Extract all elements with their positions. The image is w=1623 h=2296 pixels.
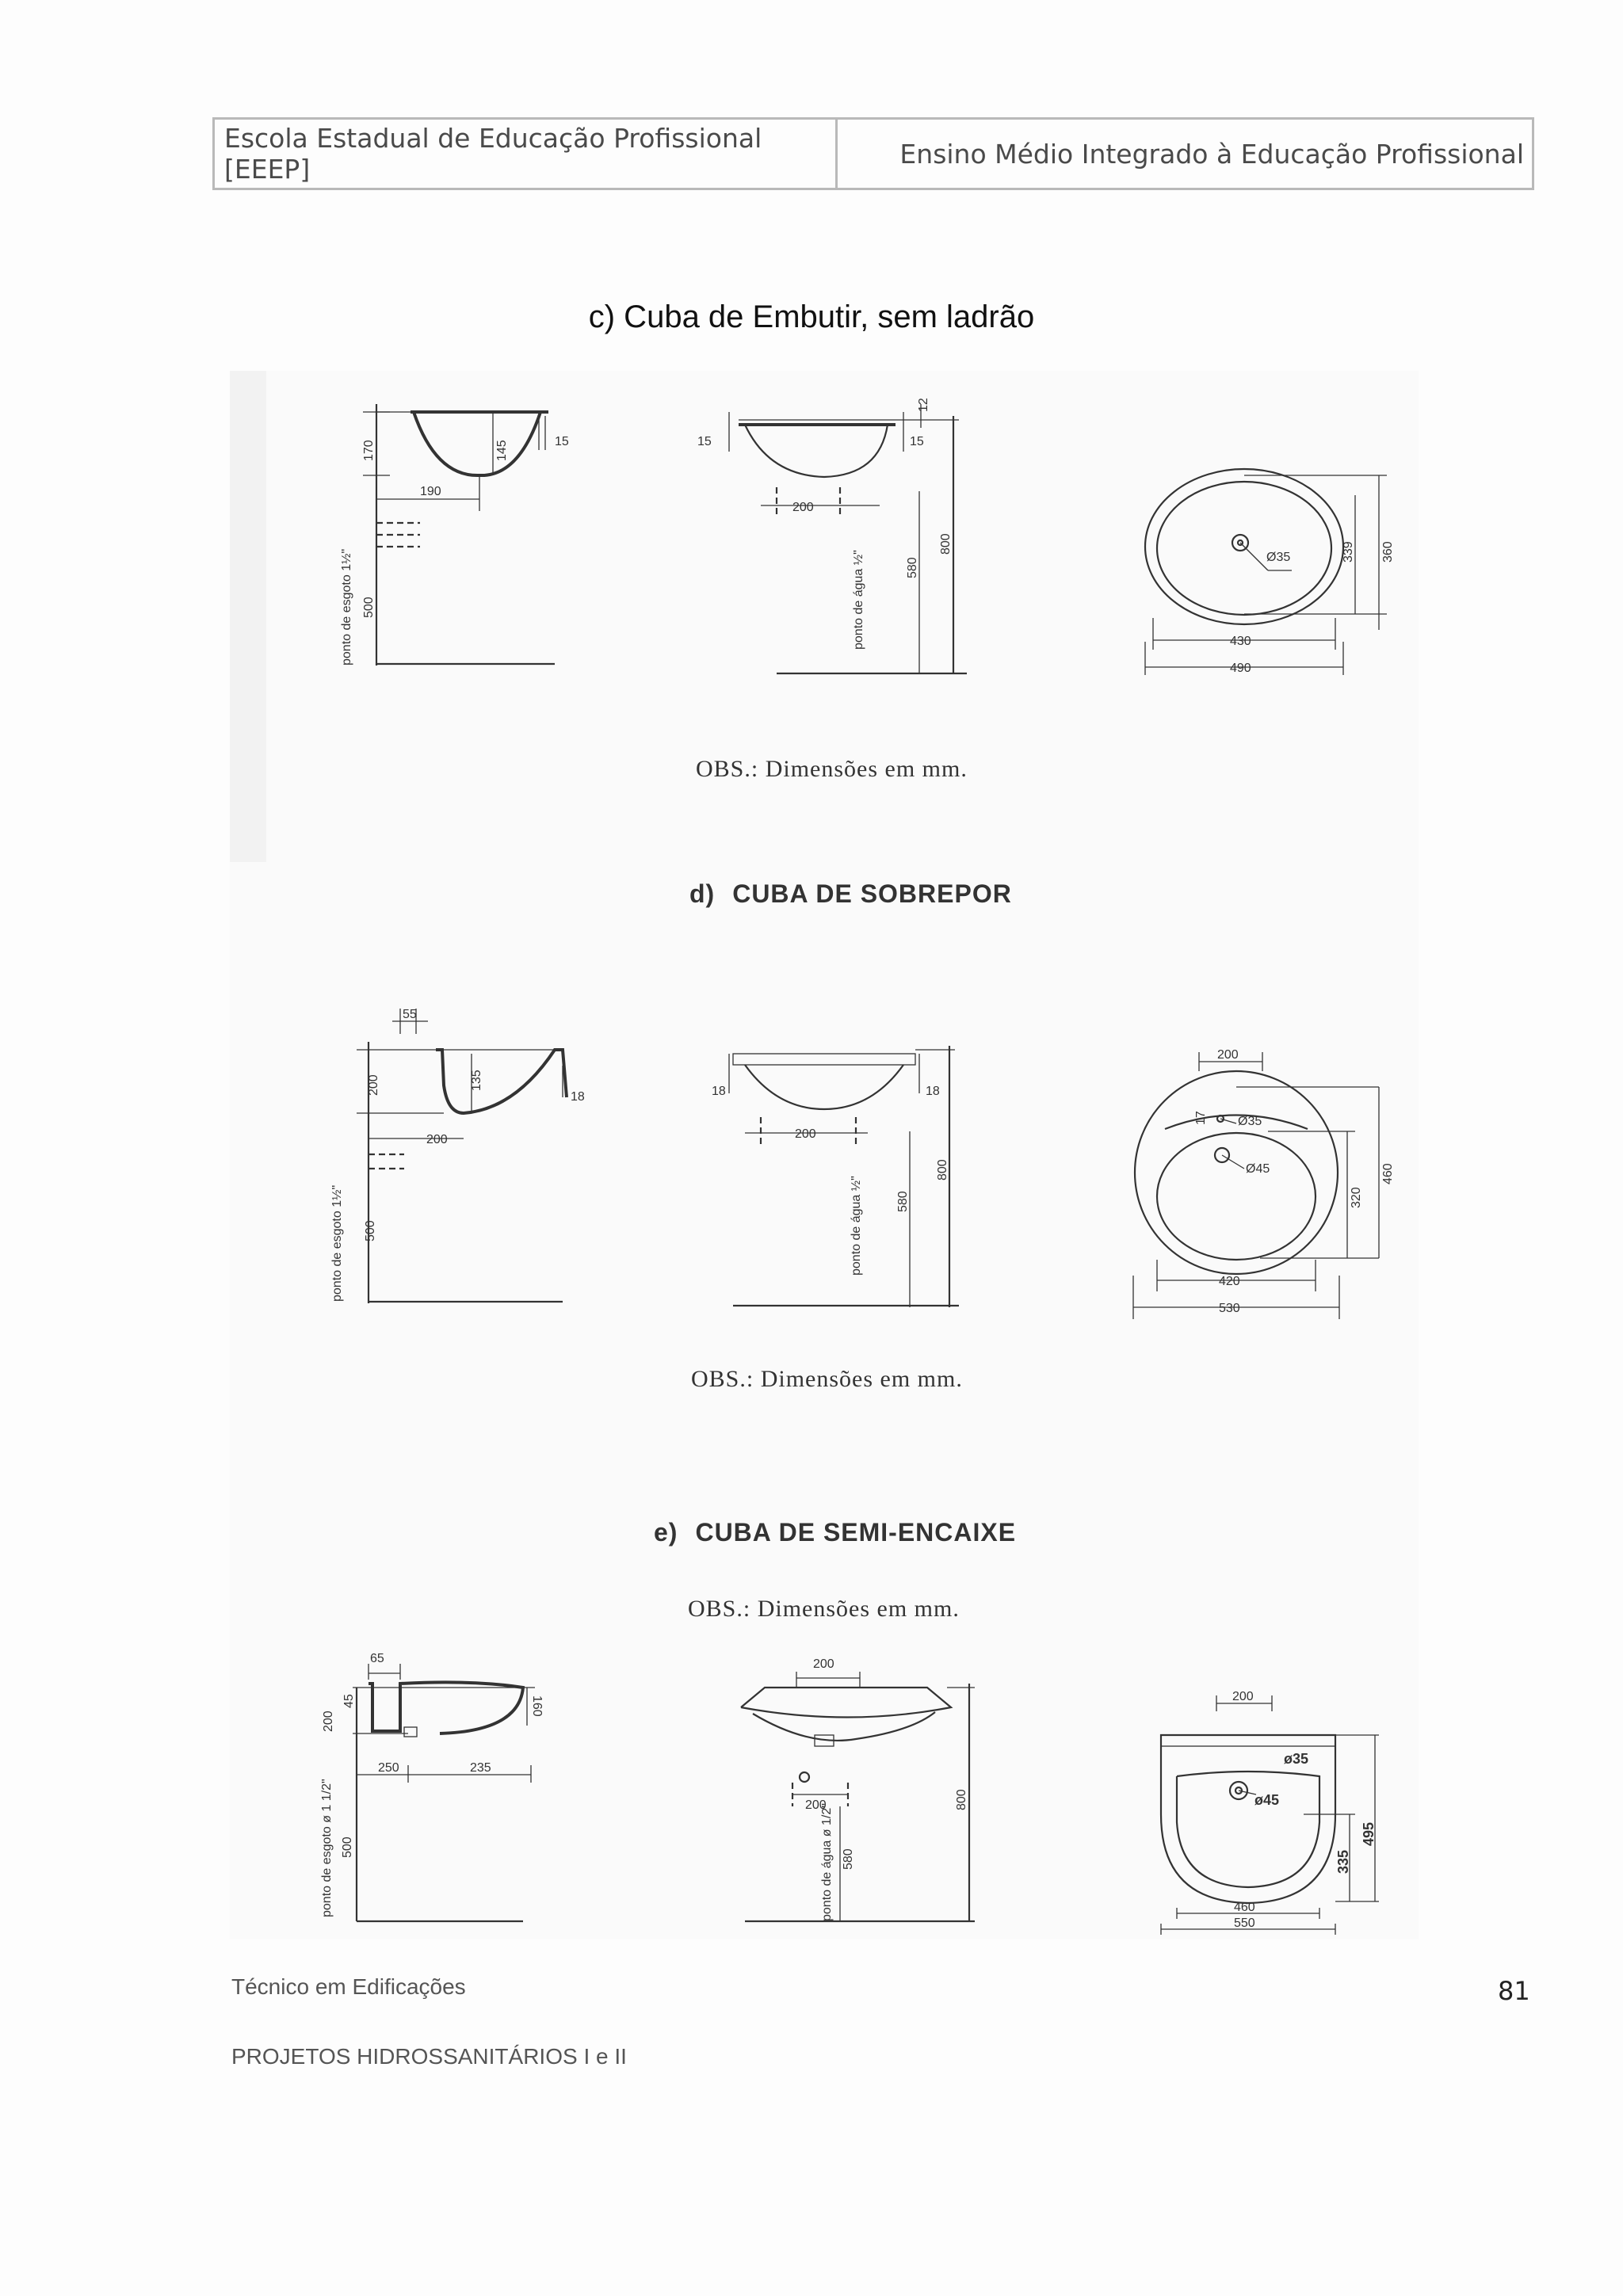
c-dim-15: 15	[555, 435, 569, 448]
c-dim-15a: 15	[697, 435, 712, 448]
e-dim-o35: ø35	[1284, 1751, 1308, 1767]
d-dim-460: 460	[1381, 1163, 1395, 1184]
d-dim-18b: 18	[926, 1085, 940, 1098]
e-dim-495: 495	[1361, 1822, 1377, 1846]
c-dim-200: 200	[792, 501, 814, 514]
d-dim-200v: 200	[367, 1074, 380, 1096]
section-d-letter: d)	[689, 879, 716, 908]
section-d-name: CUBA DE SOBREPOR	[732, 879, 1012, 908]
e-dim-160: 160	[530, 1695, 544, 1717]
section-e-name: CUBA DE SEMI-ENCAIXE	[695, 1518, 1017, 1547]
d-dim-18: 18	[571, 1090, 585, 1104]
c-dim-339: 339	[1342, 541, 1355, 563]
e-dim-65: 65	[370, 1652, 384, 1665]
d-top-view: 200 17 Ø35 Ø45 320 460 420 530	[1132, 1048, 1395, 1319]
c-agua-label: ponto de água ½"	[852, 550, 865, 650]
d-dim-420: 420	[1219, 1275, 1240, 1288]
d-dim-580: 580	[896, 1191, 910, 1212]
e-dim-460: 460	[1234, 1901, 1255, 1914]
d-dim-135: 135	[470, 1070, 483, 1091]
footer-course: Técnico em Edificações	[231, 1974, 466, 1999]
section-e-letter: e)	[654, 1518, 678, 1547]
d-dim-o35: Ø35	[1238, 1115, 1262, 1128]
d-front-view: 18 18 200 580 800 ponto de água ½"	[712, 1046, 959, 1307]
e-dim-200: 200	[322, 1711, 335, 1732]
e-dim-o45: ø45	[1254, 1792, 1279, 1808]
c-obs-note: OBS.: Dimensões em mm.	[696, 756, 968, 782]
c-dim-580: 580	[906, 557, 919, 578]
d-obs-note: OBS.: Dimensões em mm.	[691, 1366, 963, 1392]
c-dim-170: 170	[362, 440, 376, 461]
scan-shadow	[230, 371, 266, 862]
c-side-view: 170 145 15 190 500 ponto de esgoto 1½"	[340, 404, 569, 666]
c-dim-500: 500	[362, 597, 376, 618]
d-esgoto-label: ponto de esgoto 1½"	[330, 1185, 344, 1302]
e-esgoto-label: ponto de esgoto ø 1 1/2"	[320, 1779, 334, 1917]
c-top-view: Ø35 339 360 430 490	[1144, 467, 1395, 675]
d-dim-o45: Ø45	[1246, 1162, 1270, 1176]
c-front-view: 12 15 15 200 580 800 ponto de água ½"	[697, 398, 967, 675]
d-dim-200: 200	[1217, 1048, 1239, 1062]
d-agua-label: ponto de água ½"	[850, 1176, 863, 1276]
d-side-view: 55 200 135 18 200 500 ponto de esgoto 1½…	[330, 1008, 585, 1303]
e-top-view: 200 ø35 ø45 335 495 460 550	[1159, 1690, 1379, 1935]
e-front-view: 200 200 580 800 ponto de água ø 1/2"	[740, 1657, 975, 1923]
c-dim-800: 800	[939, 533, 953, 555]
page-header: Escola Estadual de Educação Profissional…	[212, 117, 1534, 190]
d-dim-800: 800	[936, 1159, 949, 1180]
c-esgoto-label: ponto de esgoto 1½"	[340, 549, 353, 666]
d-dim-200h: 200	[426, 1133, 448, 1146]
e-dim-335: 335	[1335, 1850, 1351, 1874]
d-dim-55: 55	[403, 1008, 417, 1021]
page-number: 81	[1498, 1976, 1530, 2006]
c-dim-o35: Ø35	[1266, 551, 1290, 564]
header-school: Escola Estadual de Educação Profissional…	[215, 120, 838, 188]
c-dim-360: 360	[1381, 541, 1395, 563]
e-dim-250: 250	[378, 1761, 399, 1775]
e-dim-500: 500	[341, 1836, 354, 1858]
e-obs-note: OBS.: Dimensões em mm.	[688, 1596, 960, 1622]
d-dim-500: 500	[364, 1220, 377, 1241]
d-dim-18a: 18	[712, 1085, 726, 1098]
section-d-title: d) CUBA DE SOBREPOR	[689, 879, 1012, 909]
c-dim-490: 490	[1230, 662, 1251, 675]
d-dim-17: 17	[1194, 1111, 1208, 1125]
section-e-title: e) CUBA DE SEMI-ENCAIXE	[654, 1518, 1016, 1547]
e-dim-45: 45	[342, 1694, 356, 1708]
e-dim-200a: 200	[813, 1657, 834, 1671]
c-dim-430: 430	[1230, 635, 1251, 648]
e-dim-800: 800	[955, 1789, 968, 1810]
e-dim-550: 550	[1234, 1917, 1255, 1930]
e-dim-200b: 200	[805, 1798, 827, 1812]
c-dim-190: 190	[420, 485, 441, 498]
d-dim-200: 200	[795, 1127, 816, 1141]
header-course: Ensino Médio Integrado à Educação Profis…	[899, 138, 1524, 170]
c-dim-15b: 15	[910, 435, 924, 448]
e-dim-580: 580	[842, 1848, 855, 1870]
section-c-title: c) Cuba de Embutir, sem ladrão	[588, 299, 1035, 334]
e-dim-200: 200	[1232, 1690, 1254, 1703]
e-dim-235: 235	[470, 1761, 491, 1775]
c-dim-145: 145	[495, 440, 509, 461]
e-side-view: 65 200 45 160 250 235 500 ponto de esgot…	[320, 1652, 544, 1923]
e-agua-label: ponto de água ø 1/2"	[820, 1803, 834, 1921]
footer-subject: PROJETOS HIDROSSANITÁRIOS I e II	[231, 2044, 627, 2069]
c-dim-12: 12	[917, 398, 930, 412]
d-dim-320: 320	[1350, 1187, 1363, 1208]
d-dim-530: 530	[1219, 1302, 1240, 1315]
